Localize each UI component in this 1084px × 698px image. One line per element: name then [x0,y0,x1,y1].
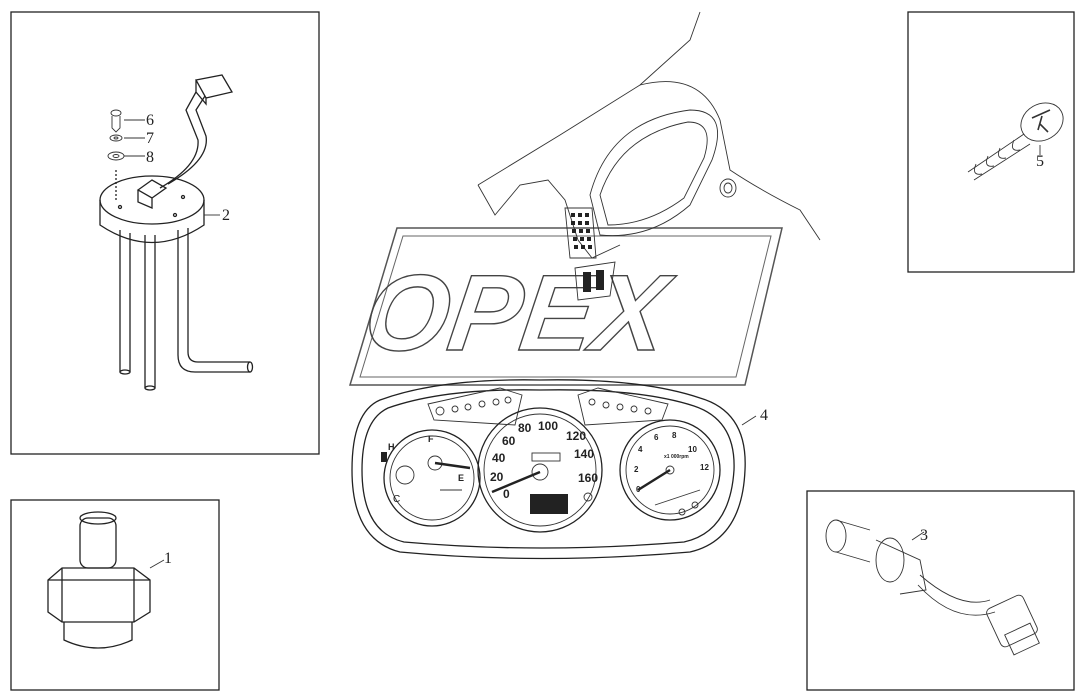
speedometer-tick-160: 160 [578,471,598,485]
speedometer-tick-0: 0 [503,487,510,501]
temperature-gauge: C H [381,442,415,505]
callout-8: 8 [146,149,154,166]
speedometer-tick-40: 40 [492,451,506,465]
callout-5: 5 [1036,153,1044,170]
fuel-gauge: F E [383,429,481,527]
tapping-screw [967,102,1064,181]
speedometer: 0 20 40 60 80 100 120 140 160 [477,407,603,533]
tachometer-tick-2: 2 [634,465,639,474]
callout-4: 4 [760,407,768,424]
wiring-harness [825,519,1040,656]
dashboard-shroud [477,11,821,301]
tachometer-tick-4: 4 [638,445,643,454]
temp-gauge-cold: C [393,494,400,505]
callout-6: 6 [146,112,154,129]
fuel-sender-frame [10,11,320,455]
tachometer-unit: x1 000rpm [664,454,689,460]
callout-1: 1 [164,550,172,567]
tachometer-tick-8: 8 [672,431,677,440]
watermark-text: OPEX [358,252,681,372]
instrument-cluster [351,379,746,560]
callout-7: 7 [146,130,154,147]
speedometer-tick-80: 80 [518,421,532,435]
callout-2: 2 [222,207,230,224]
speedometer-tick-120: 120 [566,429,586,443]
odometer-window [531,452,561,462]
screw-frame [907,11,1075,273]
screw-6 [110,109,122,133]
fuel-level-sender [99,74,254,391]
speedometer-tick-60: 60 [502,434,516,448]
tachometer-tick-6: 6 [654,433,659,442]
harness-frame [806,490,1075,691]
warning-lamp-panel-right [577,387,669,426]
sensor-frame [10,499,220,691]
callout-3: 3 [920,527,928,544]
speedometer-tick-20: 20 [490,470,504,484]
tachometer-tick-10: 10 [688,445,697,454]
tachometer: 0 2 4 6 8 10 12 x1 000rpm [619,419,721,521]
temperature-sensor [47,511,151,649]
speedometer-tick-140: 140 [574,447,594,461]
temp-gauge-hot: H [388,442,395,452]
fuel-gauge-full: F [428,434,434,444]
watermark-logo: OPEX [348,227,783,386]
lcd-display [530,494,568,514]
washer-8 [107,151,125,161]
washer-7 [109,134,123,142]
warning-lamp-panel-left [427,387,523,426]
fuel-gauge-empty: E [458,473,464,483]
speedometer-tick-100: 100 [538,419,558,433]
vent-grille [571,213,604,292]
tachometer-tick-12: 12 [700,463,709,472]
